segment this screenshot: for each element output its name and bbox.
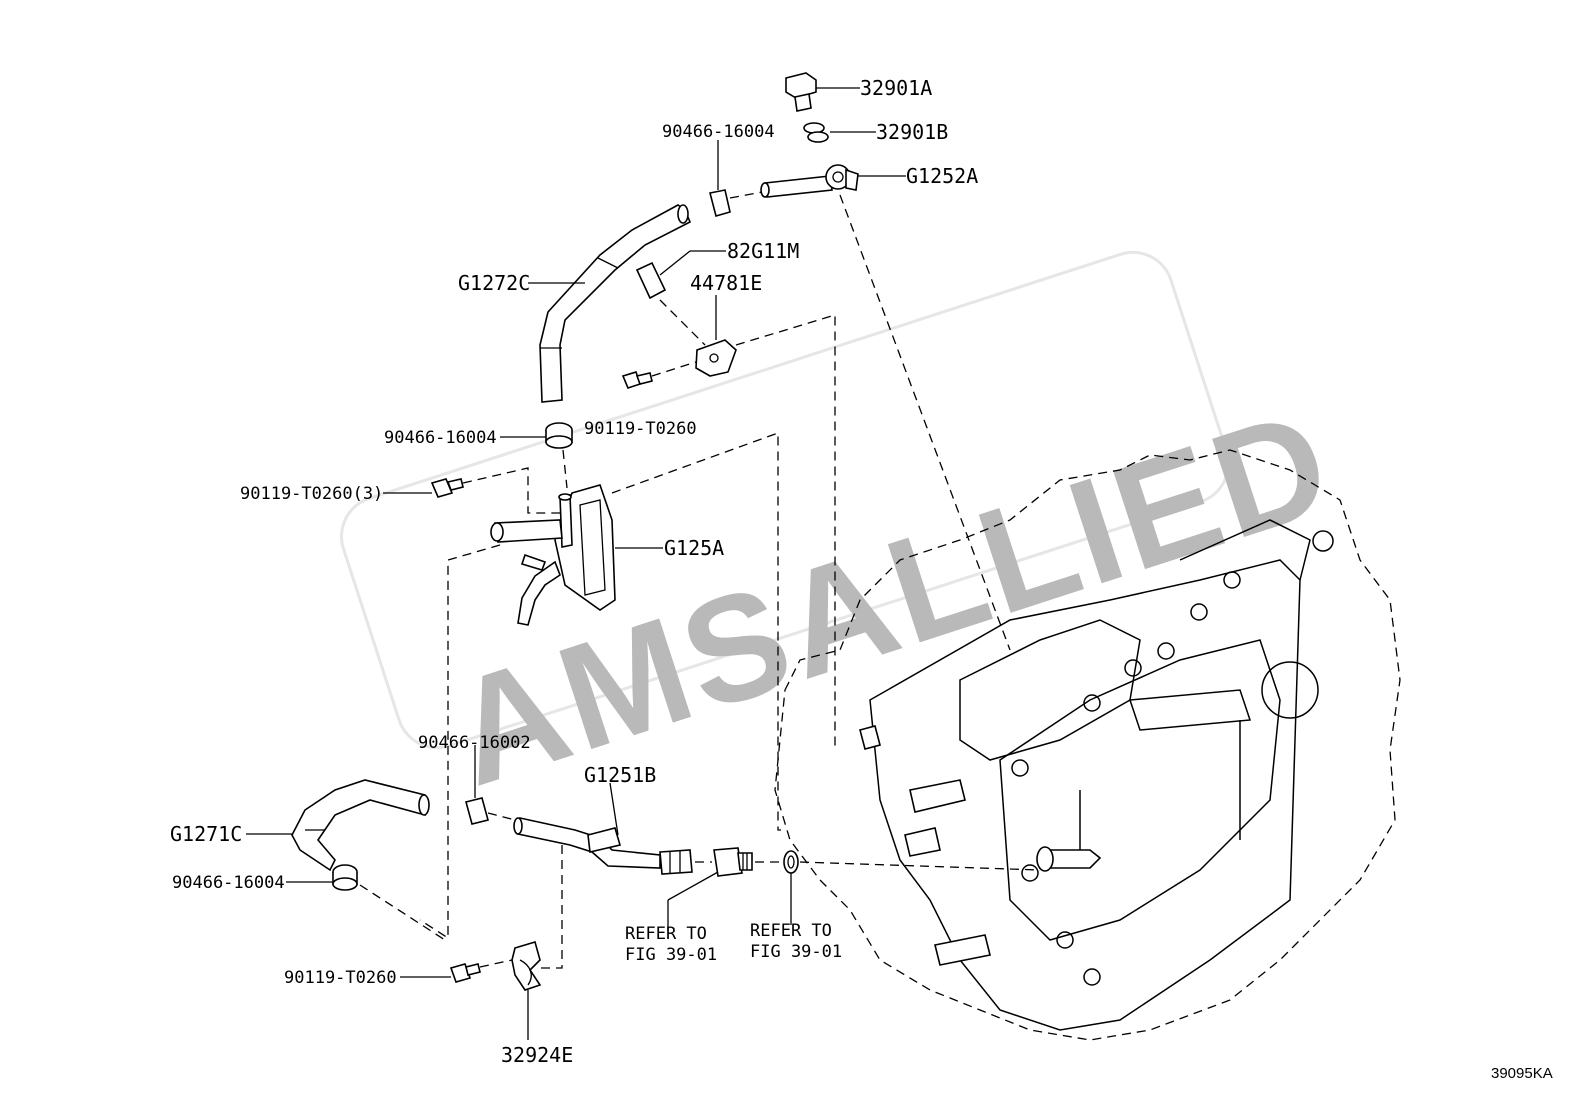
label-refer-1-line2: FIG 39-01 (625, 945, 717, 965)
label-44781E: 44781E (690, 271, 762, 295)
label-82G11M: 82G11M (727, 239, 799, 263)
label-G125A: G125A (664, 536, 724, 560)
label-refer-2-line2: FIG 39-01 (750, 942, 842, 962)
gasket-32901B: 32901B (803, 120, 948, 144)
oil-pipe-G1252A: G1252A (729, 164, 1011, 651)
label-32901A: 32901A (860, 76, 932, 100)
label-32924E: 32924E (501, 1043, 573, 1067)
label-32901B: 32901B (876, 120, 948, 144)
hose-clamp-mid: 90466-16004 (384, 422, 573, 489)
bolt-90119-T0260-low: 90119-T0260 (284, 959, 513, 988)
hose-G1272C: G1272C (458, 204, 692, 403)
bolt-90119-T0260-3: 90119-T0260(3) (240, 467, 560, 514)
clip-82G11M: 82G11M (635, 239, 799, 346)
oil-cooler-G125A: G125A (419, 432, 781, 940)
bracket-44781E: 44781E (690, 271, 836, 746)
label-90119-T0260-3: 90119-T0260(3) (240, 484, 383, 504)
label-90466-16004-low: 90466-16004 (172, 873, 285, 893)
union-fitting: REFER TO FIG 39-01 (625, 847, 753, 965)
watermark: AMSALLIED (340, 250, 1351, 817)
label-90119-T0260-mid: 90119-T0260 (584, 419, 697, 439)
hose-G1271C: G1271C (170, 779, 430, 872)
label-refer-1-line1: REFER TO (625, 924, 707, 944)
label-90466-16002: 90466-16002 (418, 733, 531, 753)
label-90466-16004-mid: 90466-16004 (384, 428, 497, 448)
oil-pipe-G1251B: G1251B (513, 763, 712, 969)
clamp-bracket-32924E: 32924E (501, 940, 573, 1067)
gasket-ring: REFER TO FIG 39-01 (750, 850, 1041, 962)
hose-clamp-16002: 90466-16002 (418, 733, 531, 825)
label-G1271C: G1271C (170, 822, 242, 846)
bolt-90119-T0260-mid: 90119-T0260 (584, 361, 697, 439)
label-refer-2-line1: REFER TO (750, 921, 832, 941)
hose-clamp-low: 90466-16004 (172, 864, 446, 941)
transmission-housing (774, 449, 1401, 1041)
label-G1251B: G1251B (584, 763, 656, 787)
label-G1252A: G1252A (906, 164, 978, 188)
union-bolt-32901A: 32901A (785, 72, 932, 112)
label-G1272C: G1272C (458, 271, 530, 295)
label-90466-16004-top: 90466-16004 (662, 122, 775, 142)
figure-id: 39095KA (1491, 1065, 1553, 1082)
label-90119-T0260-low: 90119-T0260 (284, 968, 397, 988)
hose-clamp-top: 90466-16004 (662, 122, 775, 217)
